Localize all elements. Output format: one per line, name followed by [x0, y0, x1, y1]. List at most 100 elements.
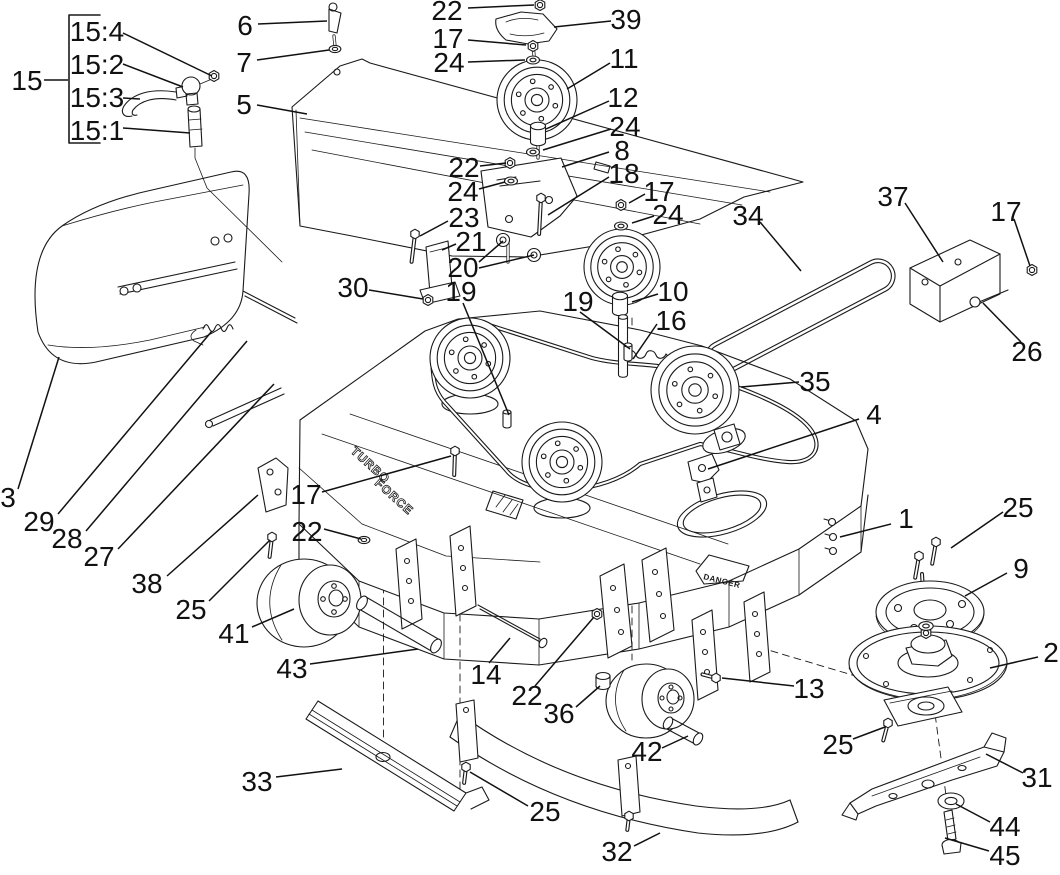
mount-plate: [480, 157, 578, 238]
bolt: [450, 445, 460, 477]
leader-line: [122, 97, 141, 100]
callout-label: 13: [793, 673, 824, 704]
leader-line: [17, 356, 60, 490]
leader-line: [534, 616, 595, 687]
callout-label: 31: [1021, 762, 1052, 793]
washer: [503, 176, 519, 186]
hardware: [208, 0, 1038, 832]
leader-line: [575, 685, 601, 708]
nut: [208, 69, 220, 83]
callout-label: 9: [1013, 553, 1029, 584]
leader-line: [368, 289, 424, 300]
leader-line: [632, 323, 658, 360]
leader-line: [323, 528, 362, 540]
callout-label: 11: [609, 43, 638, 74]
bolt: [913, 550, 924, 580]
callout-label: 30: [337, 272, 368, 303]
leader-line: [419, 220, 449, 237]
leader-line: [542, 128, 612, 151]
leader-line: [462, 302, 510, 416]
callout-label: 35: [799, 366, 830, 397]
leader-line: [982, 302, 1022, 343]
pulley: [429, 317, 511, 399]
callout-label: 44: [989, 811, 1020, 842]
callout-label: 22: [511, 680, 542, 711]
leader-line: [661, 735, 689, 749]
leader-line: [122, 32, 213, 77]
blade: [841, 732, 1007, 821]
bushing: [617, 314, 629, 378]
leader-line: [721, 677, 795, 687]
callout-label: 15: [11, 65, 42, 96]
callout-label: 16: [655, 305, 686, 336]
callout-label: 34: [732, 200, 763, 231]
leader-line: [904, 202, 944, 263]
callout-label: 45: [989, 840, 1020, 871]
leader-line: [553, 20, 612, 28]
callout-label: 15:4: [70, 16, 125, 47]
idler-arm: [618, 348, 746, 455]
callout-label: 25: [175, 594, 206, 625]
bolt: [881, 717, 893, 743]
bolt: [461, 761, 471, 785]
callout-label: 43: [276, 653, 307, 684]
small-decal: [485, 490, 524, 520]
callout-label: 17: [643, 176, 674, 207]
nut: [527, 39, 539, 53]
callout-label: 19: [445, 276, 476, 307]
leader-line: [944, 837, 990, 852]
callout-label: 22: [448, 152, 479, 183]
nut: [534, 0, 546, 12]
leader-line: [759, 221, 802, 272]
hose: [121, 90, 177, 117]
leader-line: [208, 539, 271, 602]
nut: [1026, 263, 1038, 277]
callout-label: 36: [543, 698, 574, 729]
leader-line: [166, 494, 259, 577]
callout-label: 24: [433, 47, 464, 78]
leader-line: [633, 832, 661, 847]
callout-label: 10: [657, 276, 688, 307]
callout-label: 14: [470, 659, 501, 690]
curved-baffle: [449, 699, 799, 836]
washer: [918, 621, 934, 631]
leader-line: [479, 162, 507, 167]
washer: [525, 55, 541, 65]
latch-cover: [495, 11, 558, 45]
callout-label: 15:3: [70, 82, 125, 113]
leader-line: [117, 383, 275, 550]
leader-line: [467, 4, 535, 9]
callout-label: 29: [23, 506, 54, 537]
callout-label: 17: [990, 196, 1021, 227]
gauge-wheel-right: [605, 663, 695, 739]
side-bracket: [257, 457, 289, 513]
washer: [357, 535, 371, 545]
callout-label: 25: [822, 729, 853, 760]
bushing: [611, 291, 629, 317]
pulley: [650, 345, 740, 435]
callout-label: 17: [432, 23, 463, 54]
leader-line: [561, 151, 610, 168]
bolt: [700, 672, 721, 684]
leader-line: [309, 648, 419, 665]
grease-fitting-group: [68, 14, 283, 263]
callout-label: 24: [447, 176, 478, 207]
gauge-wheel-left: [256, 558, 362, 648]
nut: [422, 293, 434, 307]
leader-line: [122, 127, 191, 134]
baffle-bar: [305, 700, 490, 812]
leader-line: [478, 254, 535, 269]
leader-line: [478, 181, 506, 190]
callout-label: 7: [236, 47, 252, 78]
leader-line: [57, 330, 213, 515]
belt-stop-bracket: [687, 453, 720, 503]
leader-line: [964, 572, 1008, 597]
leader-line: [478, 240, 504, 263]
leader-line: [631, 293, 659, 303]
leader-line: [85, 340, 248, 532]
hinge-pin: [328, 2, 342, 34]
leader-line: [257, 20, 328, 25]
callout-label: 21: [455, 226, 486, 257]
